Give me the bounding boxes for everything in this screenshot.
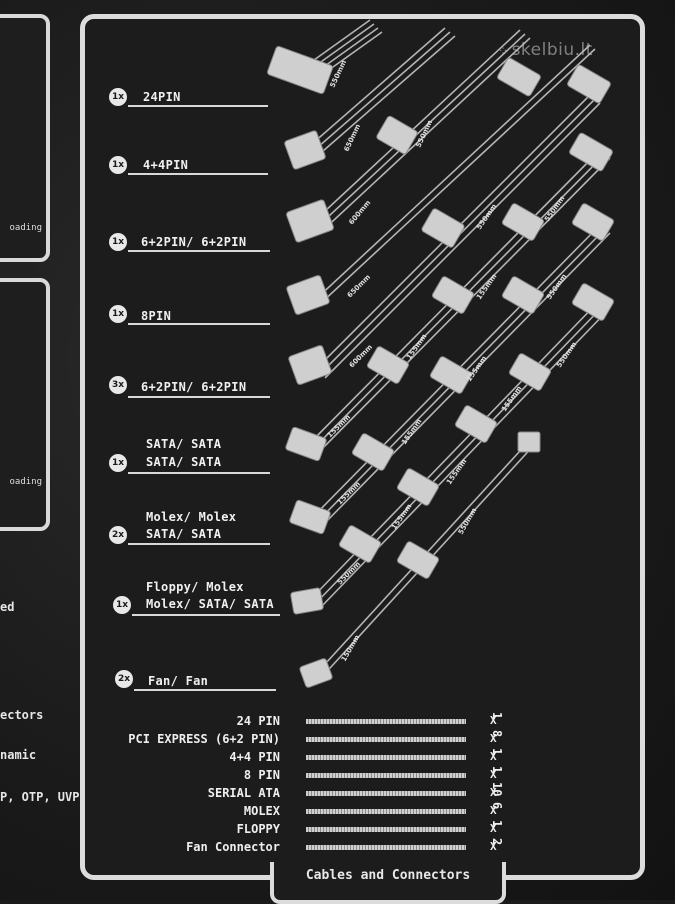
label-underline <box>128 323 270 325</box>
cable-length-label: 550mm <box>336 560 362 586</box>
table-row-x: X <box>490 750 497 763</box>
cable-length-label: 600mm <box>347 199 372 227</box>
connector-label: SATA/ SATA <box>146 437 222 451</box>
table-row-name: 4+4 PIN <box>229 750 280 764</box>
cable-length-label: 155mm <box>400 418 423 447</box>
connector-label: 24PIN <box>143 90 181 104</box>
table-row-x: X <box>490 822 497 835</box>
table-row-count: 1 <box>490 748 504 756</box>
table-row-bar <box>306 719 466 724</box>
quantity-badge: 1x <box>109 305 127 323</box>
connector-label: Floppy/ Molex <box>146 580 244 594</box>
connector-label: 6+2PIN/ 6+2PIN <box>141 380 247 394</box>
table-row-name: 24 PIN <box>236 714 280 728</box>
table-row-x: X <box>490 804 497 817</box>
quantity-badge: 1x <box>109 454 127 472</box>
footer-title: Cables and Connectors <box>305 868 471 883</box>
cable-length-label: 155mm <box>445 458 468 487</box>
cable-length-label: 155mm <box>336 480 362 506</box>
table-row-count: 8 <box>490 730 504 738</box>
table-row-count: 1 <box>490 766 504 774</box>
table-row-bar <box>306 809 466 814</box>
table-row-bar <box>306 845 466 850</box>
cable-length-label: 550mm <box>555 341 578 370</box>
label-underline <box>134 689 276 691</box>
label-underline <box>128 173 268 175</box>
label-underline <box>128 105 268 107</box>
quantity-badge: 2x <box>109 526 127 544</box>
table-row-bar <box>306 773 466 778</box>
left-text: ed <box>0 600 15 614</box>
label-underline <box>128 250 270 252</box>
connector-label: Molex/ SATA/ SATA <box>146 597 274 611</box>
table-row-name: FLOPPY <box>236 822 280 836</box>
table-row-name: PCI EXPRESS (6+2 PIN) <box>128 732 280 746</box>
table-row-name: SERIAL ATA <box>207 786 280 800</box>
table-row-count: 1 <box>490 712 504 720</box>
table-row-bar <box>306 755 466 760</box>
table-row-bar <box>306 737 466 742</box>
connector-label: SATA/ SATA <box>146 527 222 541</box>
connector-label: SATA/ SATA <box>146 455 222 469</box>
cable-length-label: 155mm <box>405 333 428 362</box>
left-text: P, OTP, UVP <box>0 790 80 804</box>
cable-length-label: 650mm <box>343 123 363 153</box>
quantity-badge: 1x <box>109 88 127 106</box>
table-row-x: X <box>490 732 497 745</box>
table-row-x: X <box>490 714 497 727</box>
footer-tab: Cables and Connectors <box>270 862 506 904</box>
table-row-name: Fan Connector <box>186 840 280 854</box>
cable-length-label: 550mm <box>457 507 479 536</box>
label-underline <box>128 472 270 474</box>
left-panel-top: oading <box>0 14 50 262</box>
quantity-badge: 2x <box>115 670 133 688</box>
table-row-name: MOLEX <box>243 804 280 818</box>
table-row-bar <box>306 791 466 796</box>
loading-text: oading <box>9 223 42 233</box>
table-row-x: X <box>490 768 497 781</box>
table-row-count: 6 <box>490 802 504 810</box>
connector-label: Fan/ Fan <box>148 674 209 688</box>
watermark-dots-icon: ⁘ <box>498 44 509 58</box>
left-text: namic <box>0 748 37 762</box>
watermark-text: skelbiu.lt <box>511 40 593 60</box>
label-underline <box>128 543 270 545</box>
cable-length-label: 550mm <box>543 195 566 224</box>
table-row-count: 10 <box>490 782 504 797</box>
table-row-bar <box>306 827 466 832</box>
connector-label: 4+4PIN <box>143 158 189 172</box>
connector-label: Molex/ Molex <box>146 510 237 524</box>
quantity-badge: 1x <box>113 596 131 614</box>
watermark: ⁘skelbiu.lt <box>498 40 593 60</box>
table-row-x: X <box>490 786 497 799</box>
left-text: ectors <box>0 708 44 722</box>
cable-length-label: 155mm <box>475 273 498 302</box>
left-panel-middle: oading <box>0 278 50 531</box>
quantity-badge: 1x <box>109 156 127 174</box>
cable-length-label: 155mm <box>390 503 413 532</box>
connector-label: 8PIN <box>141 309 172 323</box>
quantity-badge: 1x <box>109 233 127 251</box>
cable-length-label: 550mm <box>329 59 349 89</box>
connector-label: 6+2PIN/ 6+2PIN <box>141 235 247 249</box>
label-underline <box>128 396 270 398</box>
table-row-count: 1 <box>490 820 504 828</box>
table-row-x: X <box>490 840 497 853</box>
label-underline <box>132 614 280 616</box>
table-row-name: 8 PIN <box>243 768 280 782</box>
cable-length-label: 155mm <box>326 413 352 439</box>
table-row-count: 2 <box>490 838 504 846</box>
cable-length-label: 150mm <box>340 634 362 663</box>
loading-text: oading <box>9 477 42 487</box>
quantity-badge: 3x <box>109 376 127 394</box>
